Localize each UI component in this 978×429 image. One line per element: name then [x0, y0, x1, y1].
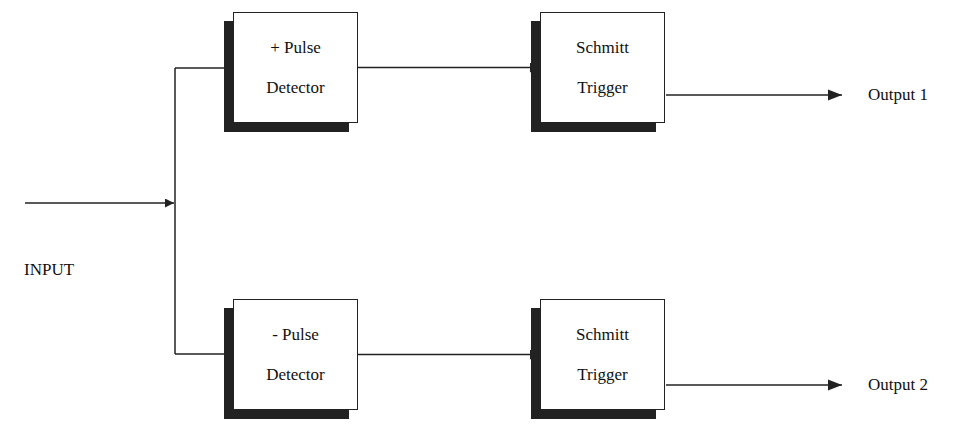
input-branch-wire [175, 67, 233, 69]
split-wire [174, 68, 176, 354]
input-wire [25, 202, 174, 204]
process-box: + Pulse Detector [233, 12, 358, 123]
process-box: Schmitt Trigger [540, 299, 665, 410]
box-label: Schmitt Trigger [560, 28, 646, 108]
output-wire [666, 94, 842, 96]
signal-arrow [358, 67, 540, 69]
process-box: - Pulse Detector [233, 299, 358, 410]
process-box: Schmitt Trigger [540, 12, 665, 123]
box-label: - Pulse Detector [253, 315, 339, 395]
input-label: INPUT [22, 260, 76, 280]
box-label: + Pulse Detector [253, 28, 339, 108]
output-label: Output 1 [866, 85, 930, 105]
output-wire [666, 384, 842, 386]
input-branch-wire [175, 353, 233, 355]
output-label: Output 2 [866, 375, 930, 395]
signal-arrow [358, 354, 540, 356]
box-label: Schmitt Trigger [560, 315, 646, 395]
